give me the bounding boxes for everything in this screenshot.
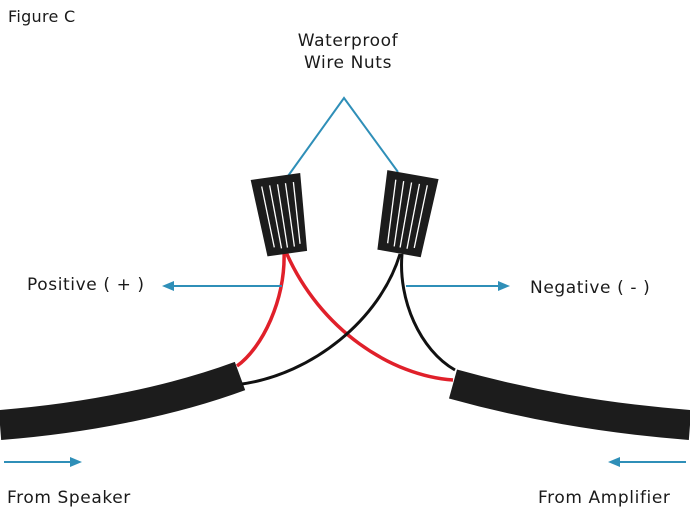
negative-label: Negative ( - ) bbox=[530, 278, 651, 298]
wire-nuts-label-line1: Waterproof bbox=[297, 31, 399, 51]
from-amplifier-arrow-icon bbox=[608, 457, 686, 467]
speaker-positive-wire bbox=[235, 249, 286, 368]
nut-pointer-line bbox=[287, 96, 399, 177]
negative-arrow-icon bbox=[406, 281, 510, 291]
speaker-negative-wire bbox=[241, 253, 402, 386]
wire-nuts-label-line2: Wire Nuts bbox=[303, 53, 393, 73]
positive-arrow-icon bbox=[162, 281, 282, 291]
wire-nut-icon bbox=[377, 170, 439, 258]
amplifier-cable bbox=[448, 369, 690, 440]
from-amplifier-label: From Amplifier bbox=[538, 488, 671, 508]
wire-nut-icon bbox=[250, 173, 308, 257]
speaker-cable bbox=[0, 361, 246, 440]
from-speaker-label: From Speaker bbox=[7, 488, 131, 508]
positive-label: Positive ( + ) bbox=[27, 275, 145, 295]
amplifier-positive-wire bbox=[284, 251, 454, 382]
wire-nuts-label: Waterproof Wire Nuts bbox=[278, 30, 418, 74]
figure-label: Figure C bbox=[8, 7, 76, 26]
from-speaker-arrow-icon bbox=[4, 457, 82, 467]
amplifier-negative-wire bbox=[400, 253, 456, 372]
